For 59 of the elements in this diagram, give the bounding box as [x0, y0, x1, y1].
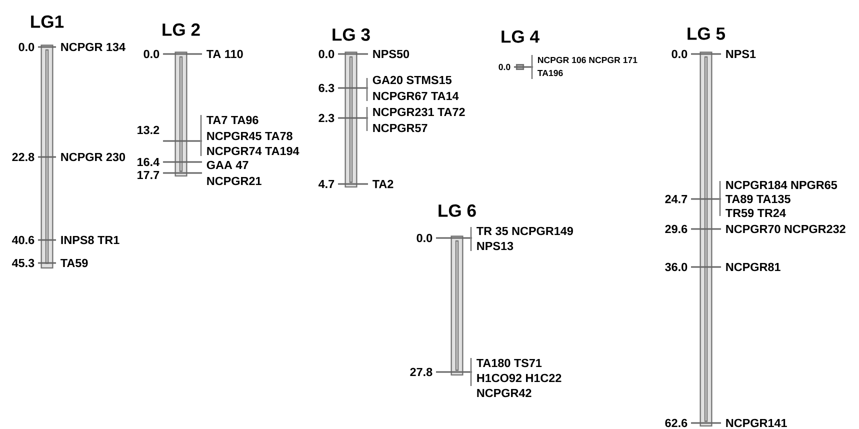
position-label: 2.3 — [318, 114, 334, 122]
marker-label: NCPGR184 NPGR65 — [726, 180, 838, 190]
position-label: 0.0 — [318, 50, 334, 58]
marker-label: TA7 TA96 — [206, 116, 258, 124]
marker-label: H1CO92 H1C22 — [477, 374, 562, 382]
marker-label: NCPGR 230 — [61, 152, 126, 162]
position-label: 40.6 — [12, 236, 34, 244]
marker-label: NCPGR74 TA194 — [207, 146, 300, 156]
marker-label: NCPGR 134 — [61, 42, 126, 52]
marker-label: NCPGR21 — [207, 176, 262, 186]
marker-label: TA59 — [60, 258, 88, 268]
position-label: 62.6 — [665, 418, 688, 428]
position-label: 0.0 — [144, 50, 160, 58]
marker-label: NPS13 — [477, 242, 514, 250]
node-label: LG 3 — [332, 28, 370, 41]
marker-label: NCPGR57 — [373, 124, 428, 132]
marker-label: NCPGR231 TA72 — [373, 108, 465, 116]
position-label: 45.3 — [12, 258, 34, 268]
marker-label: NCPGR45 TA78 — [207, 132, 292, 140]
position-label: 0.0 — [672, 50, 688, 58]
position-label: 22.8 — [12, 152, 34, 162]
marker-label: GA20 STMS15 — [372, 76, 452, 84]
position-label: 4.7 — [318, 180, 334, 188]
marker-label: TR 35 NCPGR149 — [476, 226, 573, 236]
position-label: 13.2 — [138, 126, 160, 134]
position-label: 24.7 — [665, 194, 688, 204]
marker-label: TA180 TS71 — [476, 358, 542, 368]
chromosome-bar: LG 5 — [688, 27, 726, 427]
position-label: 16.4 — [138, 158, 160, 166]
marker-label: NCPGR42 — [477, 388, 532, 398]
position-label: 0.0 — [498, 64, 510, 70]
marker-label: NPS50 — [373, 50, 410, 58]
node-label: LG 4 — [502, 30, 540, 43]
node-label: LG 2 — [162, 23, 200, 36]
position-label: 29.6 — [665, 224, 688, 234]
position-label: 0.0 — [416, 234, 432, 242]
node-label: LG 5 — [688, 27, 726, 40]
position-label: 17.7 — [138, 170, 160, 180]
node-label: LG1 — [31, 15, 64, 28]
marker-label: NCPGR 106 NCPGR 171 — [538, 56, 638, 64]
position-label: 6.3 — [318, 84, 334, 92]
position-label: 27.8 — [410, 368, 432, 376]
marker-label: NCPGR70 NCPGR232 — [726, 224, 846, 234]
marker-label: TA 110 — [206, 50, 243, 58]
marker-label: INPS8 TR1 — [61, 236, 120, 244]
marker-label: TR59 TR24 — [726, 208, 786, 218]
position-label: 0.0 — [18, 42, 34, 52]
position-label: 36.0 — [665, 262, 688, 272]
marker-label: NCPGR67 TA14 — [373, 92, 459, 100]
marker-label: TA196 — [538, 70, 563, 76]
node-label: LG 6 — [438, 204, 476, 217]
marker-label: TA2 — [372, 180, 394, 188]
chromosome-bar: LG 2 — [162, 23, 200, 177]
chromosome-bar: LG 6 — [438, 204, 476, 376]
marker-label: NCPGR141 — [726, 418, 787, 428]
marker-label: GAA 47 — [206, 160, 248, 170]
marker-label: NPS1 — [726, 50, 756, 58]
marker-label: TA89 TA135 — [726, 194, 790, 204]
marker-label: NCPGR81 — [726, 262, 780, 272]
